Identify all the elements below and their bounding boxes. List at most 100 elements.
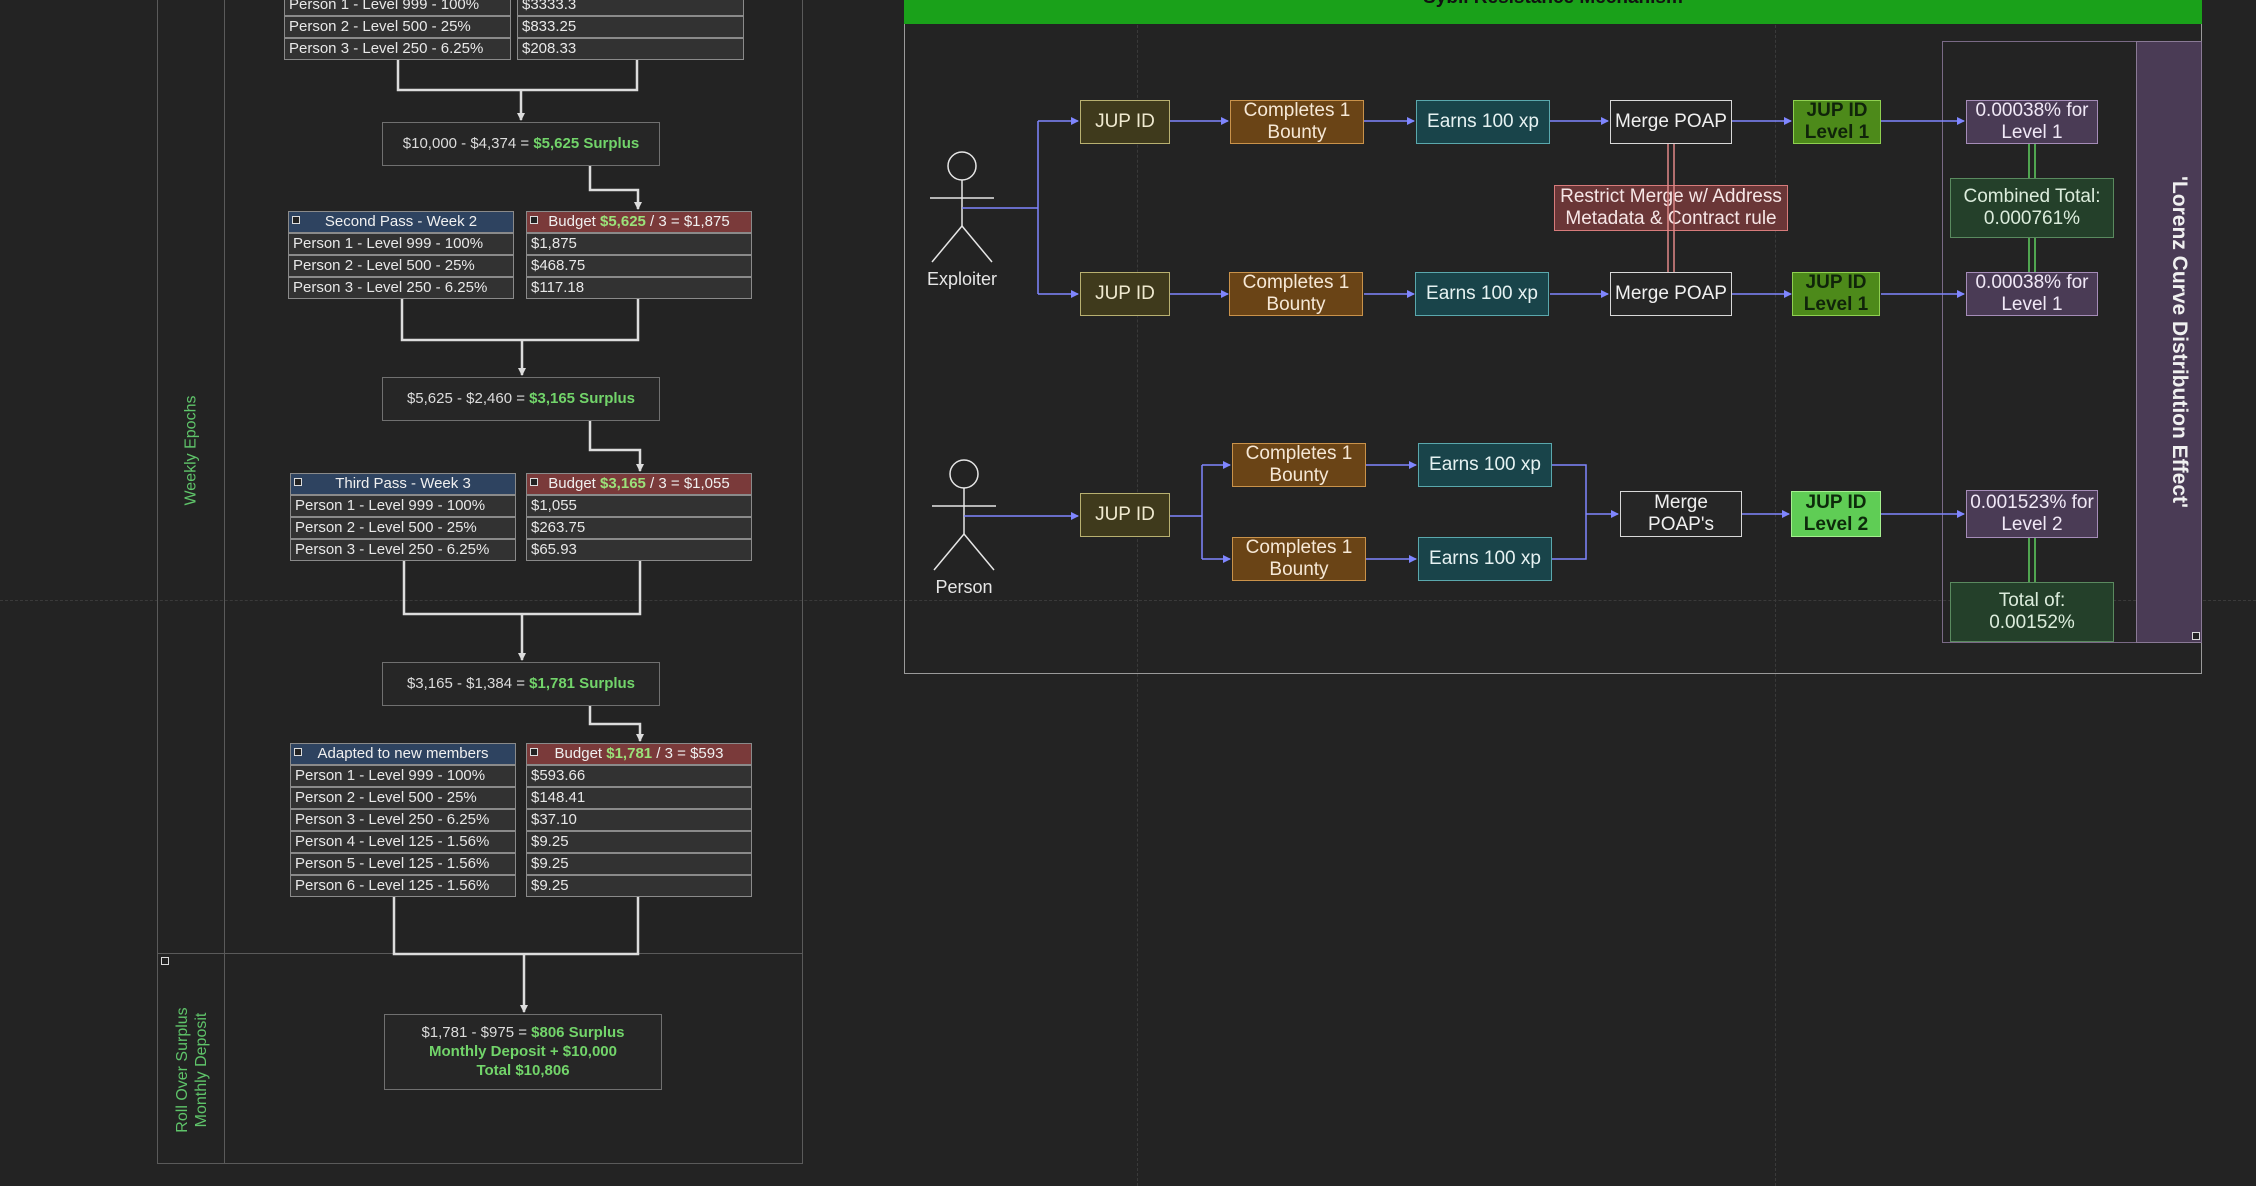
adapted-amount-4: $9.25 (526, 831, 752, 853)
combined-total-node[interactable]: Combined Total:0.000761% (1950, 178, 2114, 238)
swimlane-header-column (157, 0, 225, 1164)
total-line2: 0.00152% (1989, 612, 2075, 633)
person-actor-icon (932, 459, 996, 571)
adapted-amount-1: $593.66 (526, 765, 752, 787)
adapted-budget-amount: $1,781 (606, 745, 653, 762)
total-node[interactable]: Total of:0.00152% (1950, 582, 2114, 642)
earn-xp-node-row2[interactable]: Earns 100 xp (1415, 272, 1549, 316)
total-line1: Total of: (1998, 590, 2066, 611)
bounty-line2: Bounty (1267, 122, 1327, 143)
merge-poap-label: Merge POAP (1615, 283, 1727, 304)
first-pass-person-2: Person 2 - Level 500 - 25% (284, 16, 511, 38)
week3-budget-prefix: Budget (548, 475, 600, 492)
connector-9 (588, 706, 644, 742)
merge-poap-label: Merge POAP (1615, 111, 1727, 132)
week3-header: Third Pass - Week 3 (290, 473, 516, 495)
adapted-header-label: Adapted to new members (317, 745, 489, 762)
week3-amount-3: $65.93 (526, 539, 752, 561)
week3-budget-header: Budget $3,165 / 3 = $1,055 (526, 473, 752, 495)
jup-id-node-row1[interactable]: JUP ID (1080, 100, 1170, 144)
merge-poaps-line1: Merge (1654, 492, 1708, 513)
resize-handle-icon[interactable] (2192, 632, 2200, 640)
earn-label: Earns 100 xp (1426, 283, 1538, 304)
lvl1-line2: Level 1 (1804, 122, 1870, 143)
surplus-calc-1-text: $10,000 - $4,374 = (402, 135, 534, 152)
surplus-calc-2: $5,625 - $2,460 = $3,165 Surplus (382, 377, 660, 421)
collapse-icon[interactable] (530, 216, 538, 224)
connector-3 (588, 166, 642, 210)
connector-1 (396, 60, 639, 92)
collapse-icon[interactable] (530, 478, 538, 486)
restrict-line2: Metadata & Contract rule (1565, 208, 1777, 229)
adapted-budget-suffix: / 3 = $593 (652, 745, 724, 762)
week3-budget-amount: $3,165 (600, 475, 646, 492)
week2-budget-suffix: / 3 = $1,875 (645, 213, 730, 230)
collapse-icon[interactable] (292, 216, 300, 224)
collapse-icon[interactable] (530, 748, 538, 756)
surplus-calc-4: $1,781 - $975 = $806 Surplus Monthly Dep… (384, 1014, 662, 1090)
bounty-line1: Completes 1 (1243, 100, 1351, 121)
jup-id-node-person[interactable]: JUP ID (1080, 493, 1170, 537)
lvl1-line1: JUP ID (1806, 100, 1868, 121)
bounty-line1: Completes 1 (1242, 272, 1350, 293)
first-pass-person-1: Person 1 - Level 999 - 100% (284, 0, 511, 16)
adapted-amount-5: $9.25 (526, 853, 752, 875)
pct-l2-line2: Level 2 (2001, 514, 2063, 535)
earn-xp-node-person-b[interactable]: Earns 100 xp (1418, 537, 1552, 581)
surplus-calc-3-value: $1,781 Surplus (529, 675, 636, 692)
bounty-line1: Completes 1 (1245, 537, 1353, 558)
lvl1-line2: Level 1 (1803, 294, 1869, 315)
pct-l1-line2: Level 1 (2001, 122, 2063, 143)
bounty-line2: Bounty (1269, 465, 1329, 486)
earn-xp-node-row1[interactable]: Earns 100 xp (1416, 100, 1550, 144)
surplus-calc-4-text: $1,781 - $975 = (421, 1024, 532, 1041)
week3-header-label: Third Pass - Week 3 (335, 475, 471, 492)
combined-line1: Combined Total: (1963, 186, 2101, 207)
lorenz-title-column (2136, 41, 2202, 643)
adapted-person-5: Person 5 - Level 125 - 1.56% (290, 853, 516, 875)
adapted-person-1: Person 1 - Level 999 - 100% (290, 765, 516, 787)
guide-line-vertical-2 (1775, 0, 1776, 1186)
merge-poap-node-row1[interactable]: Merge POAP (1610, 100, 1732, 144)
jup-id-node-row2[interactable]: JUP ID (1080, 272, 1170, 316)
adapted-person-6: Person 6 - Level 125 - 1.56% (290, 875, 516, 897)
bounty-line2: Bounty (1266, 294, 1326, 315)
jup-id-label: JUP ID (1095, 283, 1155, 304)
jup-id-label: JUP ID (1095, 111, 1155, 132)
surplus-calc-3-text: $3,165 - $1,384 = (406, 675, 530, 692)
first-pass-amount-2: $833.25 (517, 16, 744, 38)
collapse-icon[interactable] (294, 748, 302, 756)
earn-xp-node-person-a[interactable]: Earns 100 xp (1418, 443, 1552, 487)
surplus-calc-4-total: Total $10,806 (476, 1062, 570, 1079)
week2-header: Second Pass - Week 2 (288, 211, 514, 233)
collapse-icon[interactable] (294, 478, 302, 486)
adapted-person-2: Person 2 - Level 500 - 25% (290, 787, 516, 809)
week2-person-2: Person 2 - Level 500 - 25% (288, 255, 514, 277)
surplus-calc-1-value: $5,625 Surplus (533, 135, 640, 152)
week3-person-2: Person 2 - Level 500 - 25% (290, 517, 516, 539)
collapse-toggle-icon[interactable] (161, 957, 169, 965)
week2-header-label: Second Pass - Week 2 (324, 213, 478, 230)
first-pass-amount-1: $3333.3 (517, 0, 744, 16)
merge-poap-node-row2[interactable]: Merge POAP (1610, 272, 1732, 316)
connector-7 (402, 561, 642, 616)
sybil-header-title: Sybil Resistance Mechanism (1423, 0, 1683, 8)
week2-amount-2: $468.75 (526, 255, 752, 277)
earn-label: Earns 100 xp (1429, 454, 1541, 475)
week2-amount-3: $117.18 (526, 277, 752, 299)
week3-amount-1: $1,055 (526, 495, 752, 517)
sybil-header: Sybil Resistance Mechanism (904, 0, 2202, 24)
